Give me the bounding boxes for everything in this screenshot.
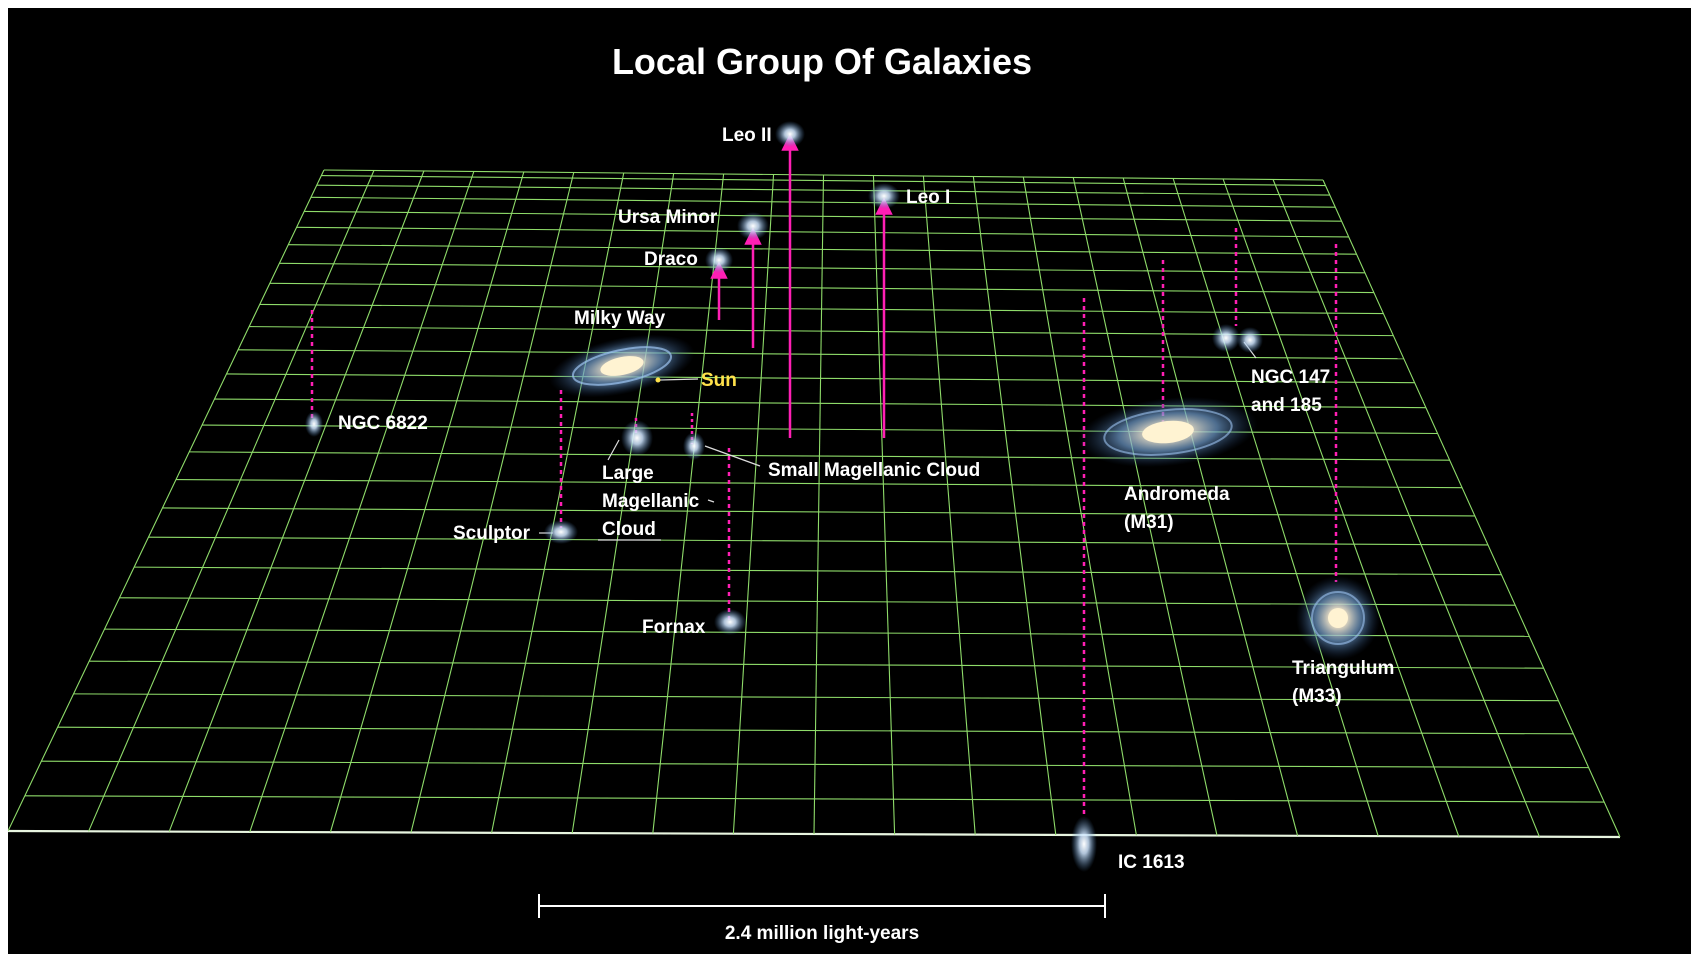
smc-galaxy <box>683 432 705 460</box>
draco-galaxy <box>705 247 733 273</box>
label-draco: Draco <box>644 249 698 270</box>
sun-marker <box>655 377 661 383</box>
leader-lines <box>539 341 1257 541</box>
label-fornax: Fornax <box>642 617 706 638</box>
ic1613-galaxy <box>1071 816 1097 872</box>
leo-i-galaxy <box>868 183 900 209</box>
ursa-minor-galaxy <box>737 212 769 240</box>
label-leo-ii: Leo II <box>722 125 772 146</box>
grid-column-line <box>1222 178 1460 837</box>
grid-column-line <box>872 175 896 835</box>
lmc-galaxy <box>621 420 653 456</box>
label-leo-i: Leo I <box>906 187 950 208</box>
grid-column-line <box>8 169 325 832</box>
grid-column-line <box>1122 177 1299 836</box>
grid-column-line <box>922 175 976 835</box>
grid-column-line <box>1172 178 1379 837</box>
grid-column-line <box>168 170 425 832</box>
label-ic1613: IC 1613 <box>1118 852 1185 873</box>
diagram-canvas: Local Group Of Galaxies Leo II Leo I Urs… <box>8 41 1621 944</box>
diagram-title: Local Group Of Galaxies <box>612 41 1032 82</box>
grid-column-line <box>1022 176 1137 836</box>
label-ngc6822: NGC 6822 <box>338 413 428 434</box>
labels: Local Group Of Galaxies Leo II Leo I Urs… <box>338 41 1394 873</box>
milky-way-galaxy <box>549 334 695 398</box>
grid-plane <box>8 169 1621 839</box>
label-ngc147-line2: and 185 <box>1251 395 1322 416</box>
local-group-diagram: Local Group Of Galaxies Leo II Leo I Urs… <box>8 8 1691 954</box>
grid-column-line <box>972 176 1057 835</box>
grid-column-line <box>249 171 475 833</box>
label-sun: Sun <box>701 370 737 391</box>
triangulum-galaxy <box>1296 576 1380 660</box>
label-smc: Small Magellanic Cloud <box>768 460 980 481</box>
fornax-galaxy <box>714 609 746 635</box>
label-ursa-minor: Ursa Minor <box>618 207 718 228</box>
ngc147-galaxy <box>1212 324 1240 352</box>
label-sculptor: Sculptor <box>453 523 531 544</box>
label-ngc147-line1: NGC 147 <box>1251 367 1330 388</box>
ngc6822-galaxy <box>305 411 323 437</box>
label-andromeda-line1: Andromeda <box>1124 484 1230 505</box>
scale-bar <box>538 894 1106 918</box>
label-andromeda-line2: (M31) <box>1124 512 1174 533</box>
grid-column-line <box>652 173 725 834</box>
grid-column-line <box>1322 179 1621 838</box>
label-milky-way: Milky Way <box>574 308 666 329</box>
grid-column-line <box>410 172 575 833</box>
grid-column-line <box>88 170 375 832</box>
label-lmc-line3: Cloud <box>602 519 656 540</box>
ngc185-galaxy <box>1237 327 1263 353</box>
label-triangulum-line2: (M33) <box>1292 686 1342 707</box>
grid-column-line <box>813 174 825 835</box>
label-lmc-line1: Large <box>602 463 654 484</box>
grid-column-line <box>1072 177 1218 836</box>
scale-bar-label: 2.4 million light-years <box>725 923 919 944</box>
sculptor-galaxy <box>544 520 578 544</box>
andromeda-galaxy <box>1078 396 1258 468</box>
leo-ii-galaxy <box>775 121 805 147</box>
label-lmc-line2: Magellanic <box>602 491 700 512</box>
galaxies <box>305 121 1380 872</box>
label-triangulum-line1: Triangulum <box>1292 658 1394 679</box>
grid-column-line <box>571 173 675 834</box>
grid-column-line <box>1272 179 1540 837</box>
drop-lines <box>310 133 1338 816</box>
grid-column-line <box>329 171 525 833</box>
grid-column-line <box>732 174 775 834</box>
grid-column-line <box>491 172 625 833</box>
